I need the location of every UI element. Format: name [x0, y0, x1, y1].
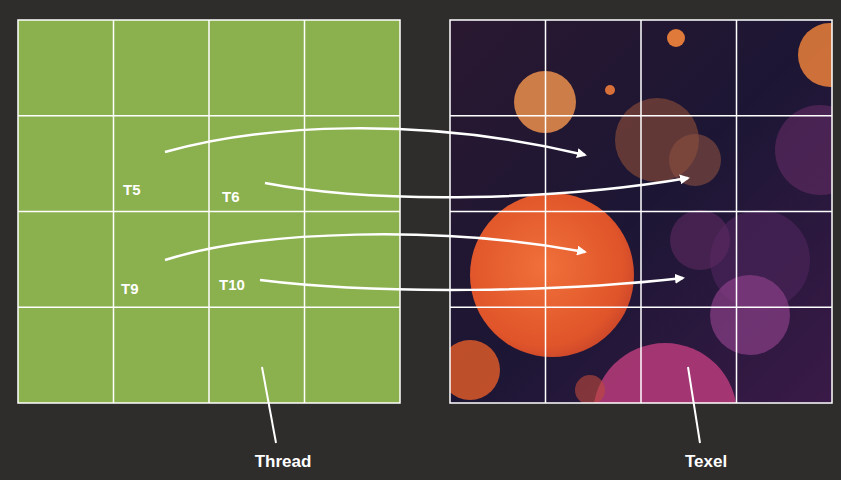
thread-cell: T10	[209, 212, 304, 307]
thread-grid-lines	[18, 20, 400, 403]
mapping-arrows	[165, 128, 688, 290]
thread-cell: T6	[209, 116, 304, 211]
thread-id: T6	[222, 188, 240, 205]
thread-cell: T9	[114, 212, 209, 307]
thread-id: T5	[123, 181, 141, 198]
bokeh-image	[450, 20, 832, 403]
leader-lines	[262, 367, 700, 443]
thread-grid	[18, 20, 400, 403]
thread-cell: T5	[114, 116, 209, 211]
caption-label: Texel	[685, 452, 727, 472]
thread-id: T10	[219, 276, 245, 293]
thread-id: T9	[121, 280, 139, 297]
caption-label: Thread	[255, 452, 312, 472]
texel-grid-lines	[450, 20, 832, 403]
